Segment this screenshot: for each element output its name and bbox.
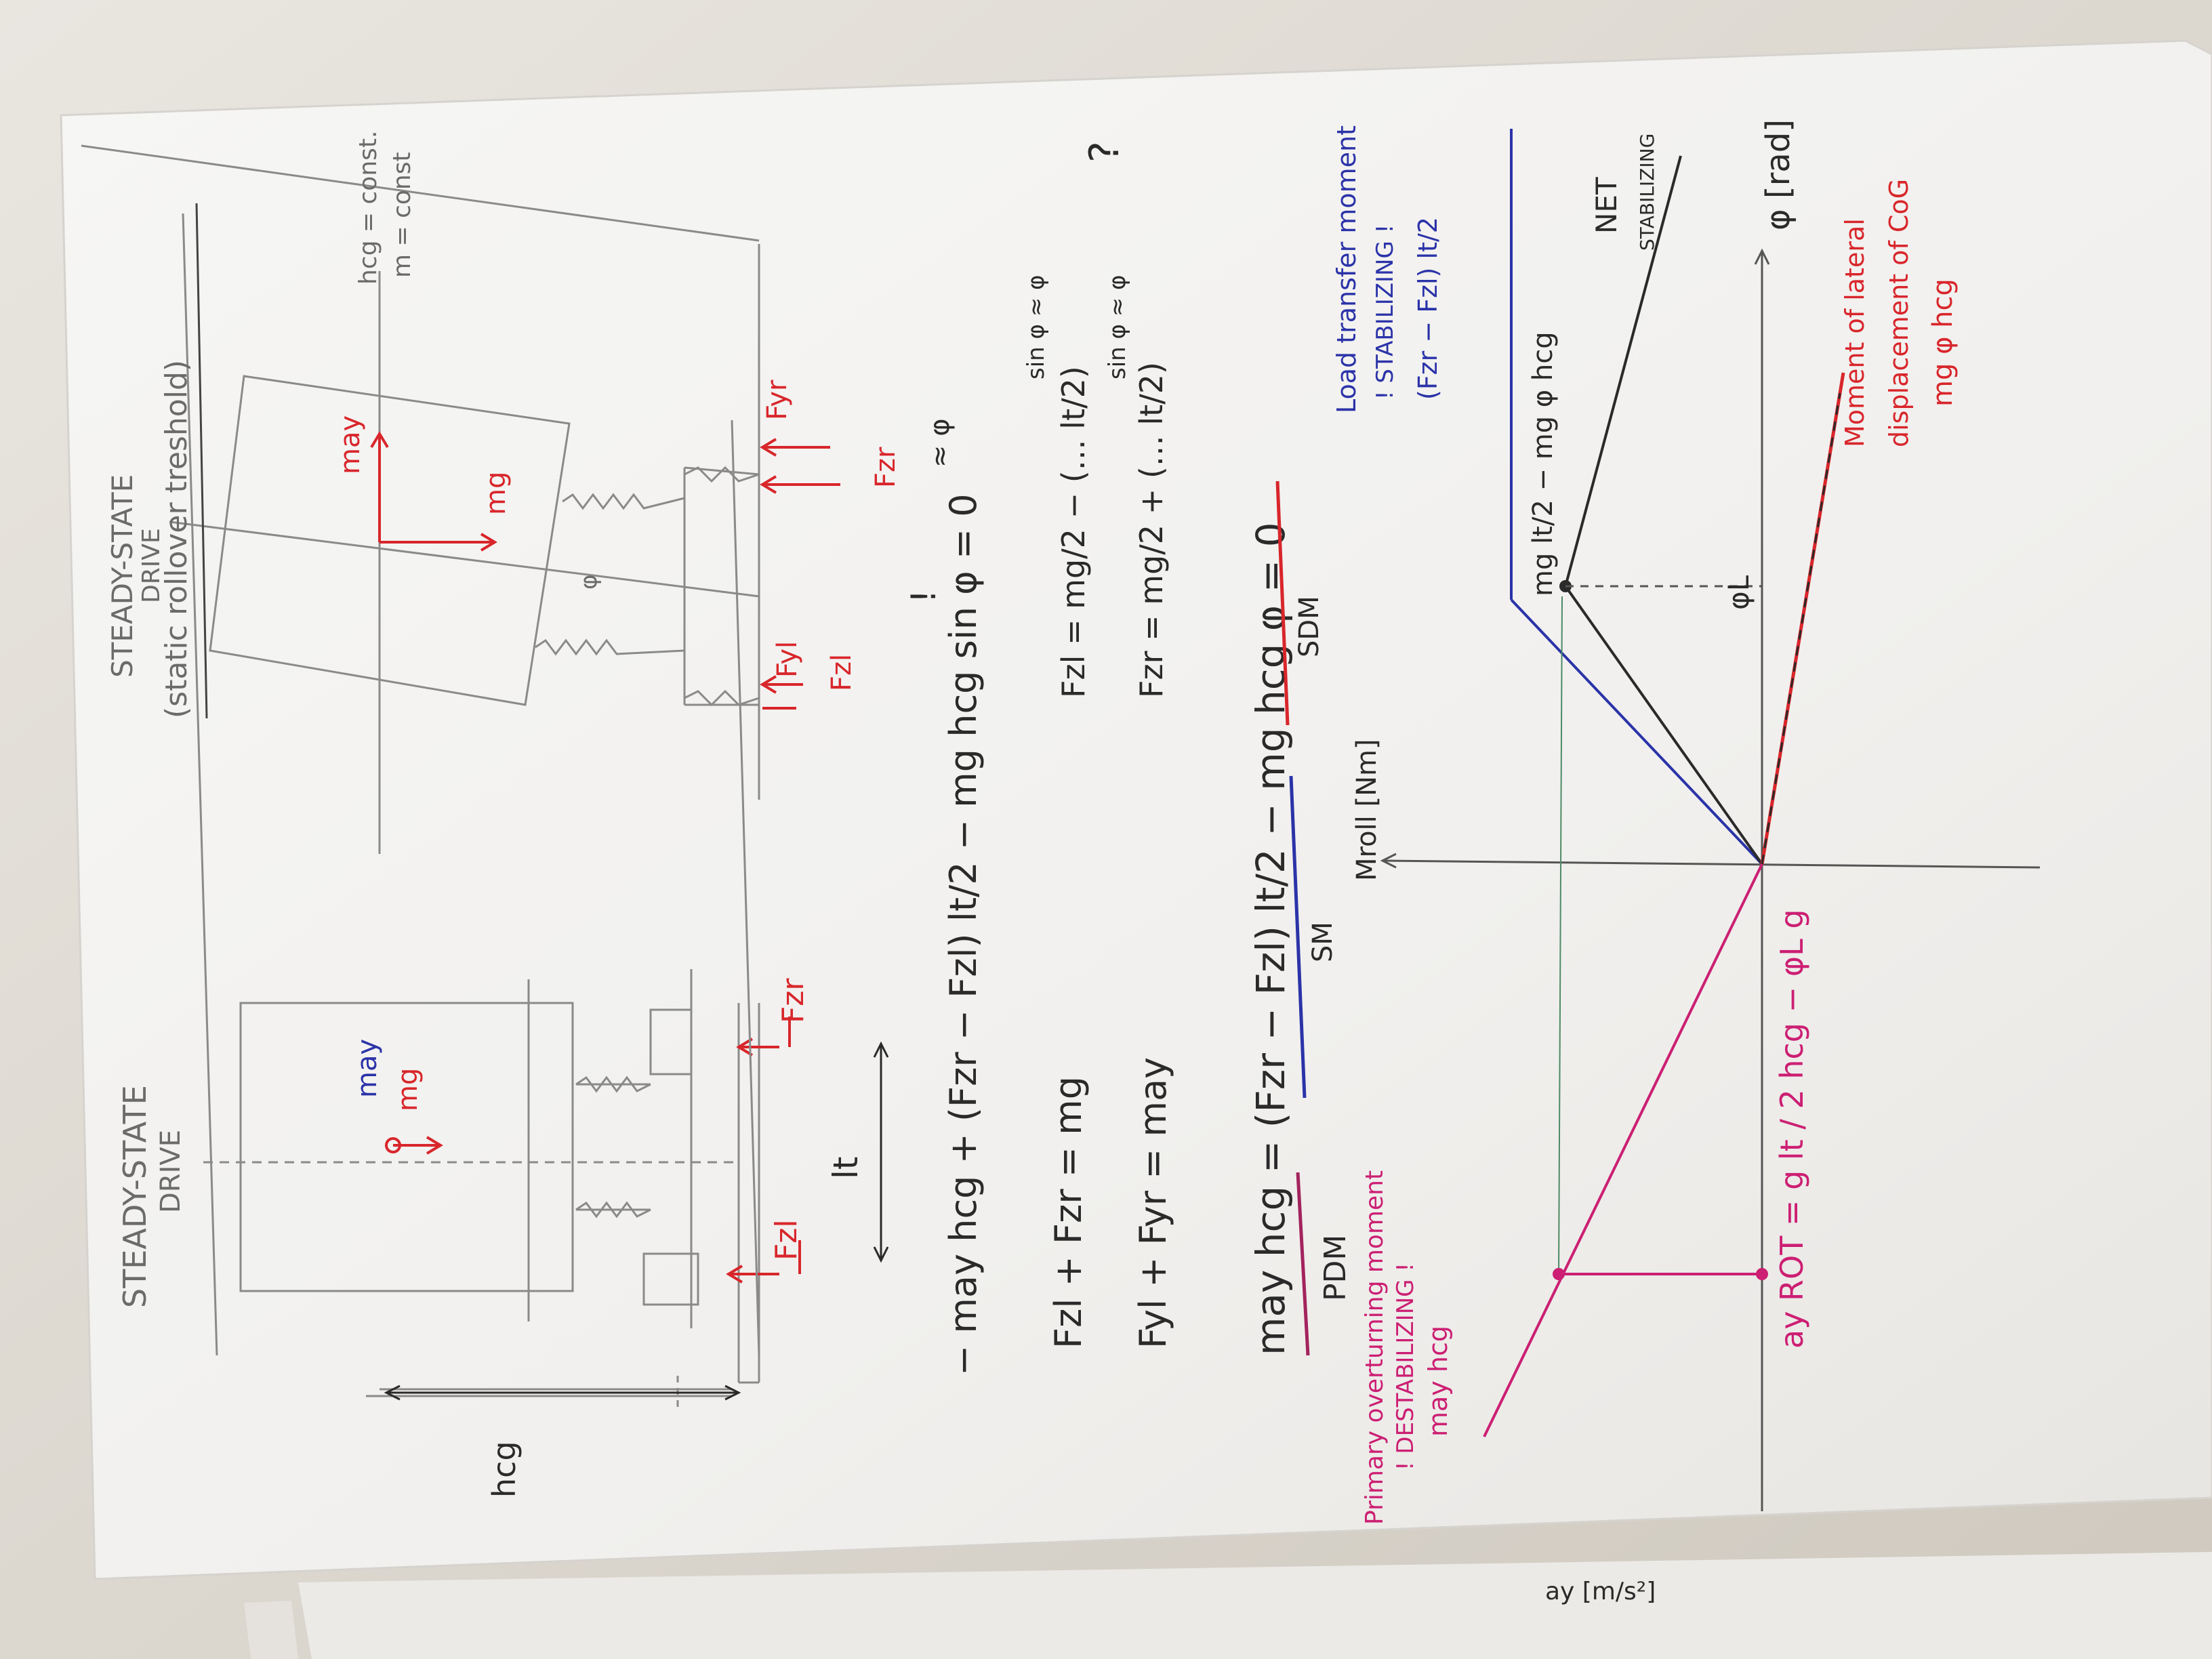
track-dimension <box>384 1041 889 1401</box>
right-note-line1: hcg = const. <box>354 131 382 285</box>
summary-equation: may hcg = (Fzr − Fzl) lt/2 − mg hcg φ = … <box>1248 522 1294 1355</box>
right-note-line2: m = const <box>388 152 416 278</box>
sm-underline <box>1289 775 1307 1099</box>
primary-line3: may hcg <box>1423 1326 1453 1437</box>
moment-axis <box>1382 859 2041 869</box>
paper-sheet <box>60 39 2212 1580</box>
left-height-label: hcg <box>486 1441 523 1498</box>
stabilizing-rise <box>1510 598 1763 865</box>
roll-moment-graph <box>1380 129 2041 1511</box>
load-transfer-line2: ! STABILIZING ! <box>1372 224 1399 400</box>
y-axis-label: Mroll [Nm] <box>1351 739 1382 881</box>
net-label: NET <box>1590 177 1623 234</box>
primary-line1: Primary overturning moment <box>1361 1170 1389 1525</box>
ay-rot-axis-point <box>1756 1268 1768 1280</box>
graph-texts: Mroll [Nm] φ [rad] ay [m/s²] NET STABILI… <box>1351 119 1810 1605</box>
left-weight-label: mg <box>392 1068 424 1111</box>
right-accel-label: may <box>335 415 366 474</box>
third-sheet <box>244 1601 298 1659</box>
left-title-line2: DRIVE <box>155 1130 186 1213</box>
primary-line2: ! DESTABILIZING ! <box>1392 1263 1419 1471</box>
fzr-solution: Fzr = mg/2 + (… lt/2) <box>1133 362 1170 698</box>
lateral-line1: Moment of lateral <box>1840 218 1870 447</box>
excl-mark: ! <box>904 590 943 603</box>
left-force-fzl-label: Fzl <box>769 1219 804 1261</box>
peak-label: mg lt/2 − mg φ hcg <box>1528 331 1559 596</box>
left-car-sketch <box>203 969 760 1410</box>
right-subtitle: (static rollover treshold) <box>159 360 194 718</box>
sm-label: SM <box>1307 922 1338 962</box>
ay-rot-point <box>1553 1268 1565 1280</box>
question-mark: ? <box>1081 141 1128 163</box>
left-accel-label: may <box>352 1039 383 1098</box>
equations: − may hcg + (Fzr − Fzl) lt/2 − mg hcg si… <box>904 141 1353 1376</box>
sin-approx-2: sin φ ≈ φ <box>1104 275 1131 380</box>
phi-l-label: φL <box>1722 575 1755 610</box>
overturning-line <box>1483 863 1763 1437</box>
right-title-line2: DRIVE <box>138 528 165 603</box>
fzl-solution: Fzl = mg/2 − (… lt/2) <box>1055 366 1092 698</box>
right-car-sketch <box>81 144 760 1356</box>
vertical-balance-equation: Fzl + Fzr = mg <box>1047 1076 1090 1349</box>
sdm-underline <box>1275 480 1290 726</box>
right-springs <box>535 466 760 707</box>
right-fzl-label: Fzl <box>826 654 857 691</box>
left-title-line1: STEADY-STATE <box>117 1085 153 1308</box>
moment-balance-equation: − may hcg + (Fzr − Fzl) lt/2 − mg hcg si… <box>942 493 985 1376</box>
green-guide <box>1558 596 1563 1275</box>
left-force-fzr-label: Fzr <box>776 978 811 1023</box>
left-cog-marker <box>385 1137 401 1153</box>
sdm-label: SDM <box>1294 596 1325 657</box>
left-track-label: lt <box>826 1157 865 1180</box>
subtitle-underline <box>195 203 208 719</box>
lateral-line3: mg φ hcg <box>1927 279 1959 407</box>
left-axis-label: ay [m/s²] <box>1545 1578 1656 1605</box>
right-phi-label: φ <box>575 575 602 590</box>
lateral-line2: displacement of CoG <box>1884 179 1914 447</box>
right-sketch-texts: STEADY-STATE DRIVE (static rollover tres… <box>106 131 901 719</box>
x-axis-label: φ [rad] <box>1759 119 1797 230</box>
left-sketch-texts: STEADY-STATE DRIVE Fzl Fzr may mg lt hcg <box>117 978 865 1498</box>
right-fyr-label: Fyr <box>762 380 793 420</box>
load-transfer-line1: Load transfer moment <box>1332 125 1361 413</box>
pdm-underline <box>1296 1172 1310 1356</box>
stabilizing-label: STABILIZING <box>1636 134 1658 251</box>
load-transfer-line3: (Fzr − Fzl) lt/2 <box>1413 217 1443 400</box>
net-fall <box>1564 155 1682 587</box>
second-sheet <box>298 1552 2212 1659</box>
approx-phi: ≈ φ <box>924 418 956 468</box>
lateral-displacement-dashed <box>1761 392 1841 865</box>
annotations: Load transfer moment ! STABILIZING ! (Fz… <box>1332 125 1959 1525</box>
right-title-line1: STEADY-STATE <box>106 474 139 678</box>
right-fzr-label: Fzr <box>870 447 901 488</box>
right-forces <box>370 431 840 710</box>
left-springs <box>575 1076 651 1218</box>
right-weight-label: mg <box>480 472 512 515</box>
net-rise <box>1564 585 1763 865</box>
right-fyl-label: Fyl <box>772 641 803 678</box>
sin-approx-1: sin φ ≈ φ <box>1023 275 1050 380</box>
pdm-label: PDM <box>1318 1235 1353 1301</box>
lateral-balance-equation: Fyl + Fyr = may <box>1132 1057 1174 1349</box>
ay-rot-label: ay ROT = g lt / 2 hcg − φL g <box>1774 909 1810 1349</box>
